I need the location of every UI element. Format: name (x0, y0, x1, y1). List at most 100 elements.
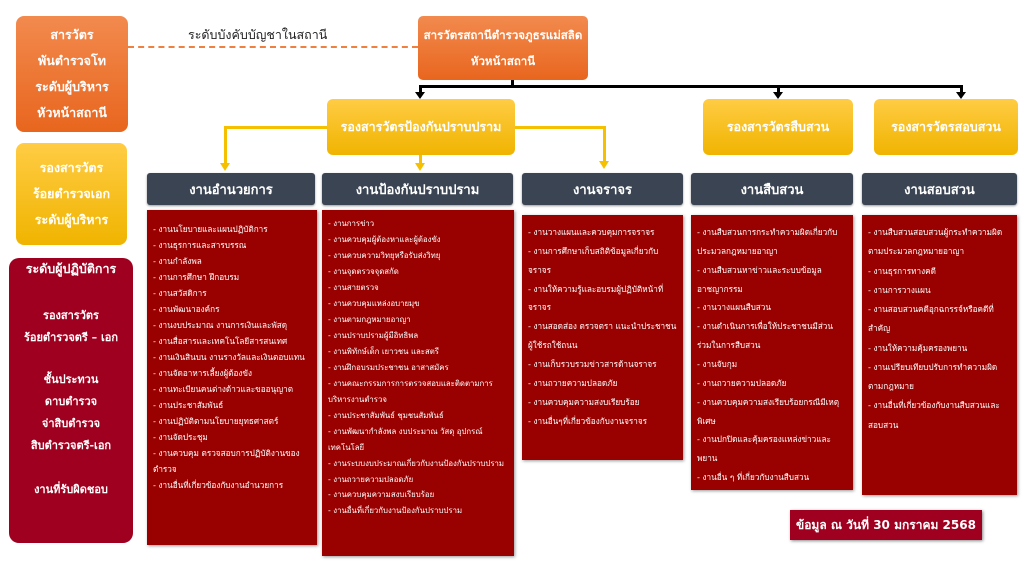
duty-item: - งานนโยบายและแผนปฏิบัติการ (153, 224, 268, 234)
column-header-investigation: งานสืบสวน (691, 173, 853, 205)
duty-item: - งานให้ความรู้และอบรมผู้ปฏิบัติหน้าที่จ… (528, 283, 664, 313)
connector (419, 155, 422, 164)
duty-item: - งานควบความวิทยุหรือรับส่งวิทยุ (328, 250, 441, 260)
column-header-administration: งานอำนวยการ (147, 173, 315, 205)
legend-line: ร้อยตำรวจตรี – เอก (23, 331, 119, 344)
duties-list-investigation: - งานสืบสวนการกระทำความผิดเกี่ยวกับประมว… (691, 215, 853, 490)
legend-footer: งานที่รับผิดชอบ (34, 483, 108, 496)
connector (419, 85, 963, 88)
duty-item: - งานควบคุมผู้ต้องหาและผู้ต้องขัง (328, 234, 441, 244)
duty-item: - งานควบคุมความสงเรียบร้อยกรณีมีเหตุพิเศ… (697, 396, 840, 426)
duty-item: - งานอื่นที่เกี่ยวข้องกับงานอำนวยการ (153, 479, 284, 490)
duty-item: - งานการข่าว (328, 219, 375, 228)
duty-item: - งานพัฒนาองค์กร (153, 303, 220, 314)
duty-item: - งานกำลังพล (153, 255, 202, 266)
duty-item: - งานจับกุม (697, 359, 738, 370)
legend-line: ชั้นประทวน (43, 373, 99, 386)
legend-line: ดาบตำรวจ (44, 395, 98, 408)
arrow-icon (220, 163, 230, 171)
duty-item: - งานเงินสินบน งานรางวัลและเงินตอบแทน (153, 351, 305, 362)
duty-item: - งานให้ความคุ้มครองพยาน (868, 342, 968, 353)
arrow-icon (415, 163, 425, 171)
legend-line: สิบตำรวจตรี-เอก (30, 439, 112, 452)
duty-item: - งานวางแผนและควบคุมการจราจร (528, 227, 655, 237)
command-level-label: ระดับบังคับบัญชาในสถานี (188, 27, 328, 42)
deputy-level-box: รองสารวัตร ร้อยตำรวจเอก ระดับผู้บริหาร (16, 143, 127, 245)
legend-line: ร้อยตำรวจเอก (32, 186, 111, 201)
duty-item: - งานการศึกษา ฝึกอบรม (153, 271, 240, 282)
arrow-icon (773, 92, 783, 99)
arrow-icon (415, 92, 425, 99)
legend-line: สารวัตร (50, 27, 94, 42)
connector (960, 85, 963, 93)
duty-item: - งานปราบปรามผู้มีอิทธิพล (328, 330, 419, 340)
deputy-prevention-box: รองสารวัตรป้องกันปราบปราม (327, 99, 515, 155)
duty-item: - งานพิทักษ์เด็ก เยาวชน และสตรี (328, 346, 439, 356)
duty-item: - งานจัดประชุม (153, 431, 208, 442)
executive-level-box: สารวัตร พันตำรวจโท ระดับผู้บริหาร หัวหน้… (16, 16, 128, 132)
legend-line: พันตำรวจโท (38, 53, 106, 68)
column-header-traffic: งานจราจร (522, 173, 683, 205)
duty-item: - งานสอบสวนคดีอุกฉกรรจ์หรือคดีที่สำคัญ (868, 304, 994, 334)
connector (777, 85, 780, 93)
duty-item: - งานจุดตรวจจุดสกัด (328, 266, 399, 276)
duties-list-inquiry: - งานสืบสวนสอบสวนผู้กระทำความผิดตามประมว… (862, 215, 1017, 495)
connector (224, 126, 327, 129)
duty-item: - งานอื่น ๆ ที่เกี่ยวกับงานสืบสวน (697, 472, 810, 483)
duty-item: - งานระบบงบประมาณเกี่ยวกับงานป้องกันปราบ… (328, 458, 505, 468)
duty-item: - งานธุรการทางคดี (868, 265, 936, 276)
duty-item: - งานเปรียบเทียบปรับการทำความผิดตามกฎหมา… (868, 361, 998, 392)
duty-item: - งานการศึกษาเก็บสถิติข้อมูลเกี่ยวกับจรา… (528, 245, 659, 275)
deputy-inquiry-box: รองสารวัตรสอบสวน (874, 99, 1018, 155)
station-head-box: สารวัตรสถานีตำรวจภูธรแม่สลิด หัวหน้าสถาน… (418, 16, 588, 80)
duty-item: - งานอื่นๆที่เกี่ยวข้องกับงานจราจร (528, 415, 648, 426)
duty-item: - งานสืบสวนการกระทำความผิดเกี่ยวกับประมว… (697, 227, 838, 256)
operational-level-box: ระดับผู้ปฏิบัติการ รองสารวัตร ร้อยตำรวจต… (9, 258, 133, 543)
duties-list-prevention: - งานการข่าว - งานควบคุมผู้ต้องหาและผู้ต้… (322, 210, 514, 556)
duty-item: - งานควบคุม ตรวจสอบการปฏิบัติงานของตำรวจ (153, 447, 300, 474)
duty-item: - งานตามกฎหมายอาญา (328, 314, 411, 324)
arrow-icon (956, 92, 966, 99)
duty-item: - งานสอดส่อง ตรวจตรา แนะนำประชาชน ผู้ใช้… (528, 321, 677, 351)
duty-item: - งานเก็บรวบรวมข่าวสารด้านจราจร (528, 359, 657, 370)
duty-item: - งานพัฒนากำลังพล งบประมาณ วัสดุ อุปกรณ์… (328, 426, 483, 452)
connector (419, 85, 422, 93)
column-header-inquiry: งานสอบสวน (862, 173, 1017, 205)
duty-item: - งานงบประมาณ งานการเงินและพัสดุ (153, 319, 288, 330)
duty-item: - งานการวางแผน (868, 284, 931, 295)
duty-item: - งานอื่นที่เกี่ยวกับงานป้องกันปราบปราม (328, 506, 463, 516)
duty-item: - งานอื่นที่เกี่ยวข้องกับงานสืบสวนและสอบ… (868, 400, 1000, 430)
duty-item: - งานสื่อสารและเทคโนโลยีสารสนเทศ (153, 335, 288, 346)
duty-item: - งานควบคุมแหล่งอบายมุข (328, 298, 420, 308)
duty-item: - งานสืบสวนสอบสวนผู้กระทำความผิดตามประมว… (868, 227, 1003, 257)
duty-item: - งานประชาสัมพันธ์ ชุมชนสัมพันธ์ (328, 410, 444, 420)
legend-line: ระดับผู้บริหาร (34, 212, 109, 227)
duty-item: - งานประชาสัมพันธ์ (153, 399, 224, 410)
duty-item: - งานถวายความปลอดภัย (328, 474, 414, 484)
legend-title: ระดับผู้ปฏิบัติการ (25, 261, 117, 276)
duty-item: - งานปฏิบัติตามนโยบายยุทธศาสตร์ (153, 415, 279, 426)
duty-item: - งานควบคุมความสงบเรียบร้อย (528, 396, 640, 407)
duty-item: - งานถวายความปลอดภัย (697, 377, 787, 388)
duty-item: - งานดำเนินการเพื่อให้ประชาชนมีส่วนร่วมใ… (697, 321, 834, 351)
deputy-investigation-box: รองสารวัตรสืบสวน (703, 99, 853, 155)
head-subtitle: หัวหน้าสถานี (470, 54, 536, 68)
head-title: สารวัตรสถานีตำรวจภูธรแม่สลิด (423, 28, 583, 42)
legend-line: รองสารวัตร (39, 160, 104, 175)
duty-item: - งานควบคุมความสงบเรียบร้อย (328, 490, 435, 500)
connector (603, 126, 606, 162)
duty-item: - งานทะเบียนคนต่างด้าวและขออนุญาต (153, 383, 294, 394)
legend-line: ระดับผู้บริหาร (35, 79, 109, 94)
duty-item: - งานจัดอาหารเลี้ยงผู้ต้องขัง (153, 367, 253, 378)
duty-item: - งานคณะกรรมการการตรวจสอบและติดตามการบริ… (328, 378, 493, 404)
date-note: ข้อมูล ณ วันที่ 30 มกราคม 2568 (790, 510, 982, 540)
duty-item: - งานสายตรวจ (328, 282, 379, 292)
duty-item: - งานวางแผนสืบสวน (697, 302, 771, 313)
connector (224, 126, 227, 164)
legend-line: รองสารวัตร (43, 309, 99, 322)
connector (515, 126, 605, 129)
duty-item: - งานถวายความปลอดภัย (528, 377, 618, 388)
duty-item: - งานธุรการและสารบรรณ (153, 239, 247, 250)
arrow-icon (599, 161, 609, 169)
legend-line: จ่าสิบตำรวจ (41, 417, 101, 430)
